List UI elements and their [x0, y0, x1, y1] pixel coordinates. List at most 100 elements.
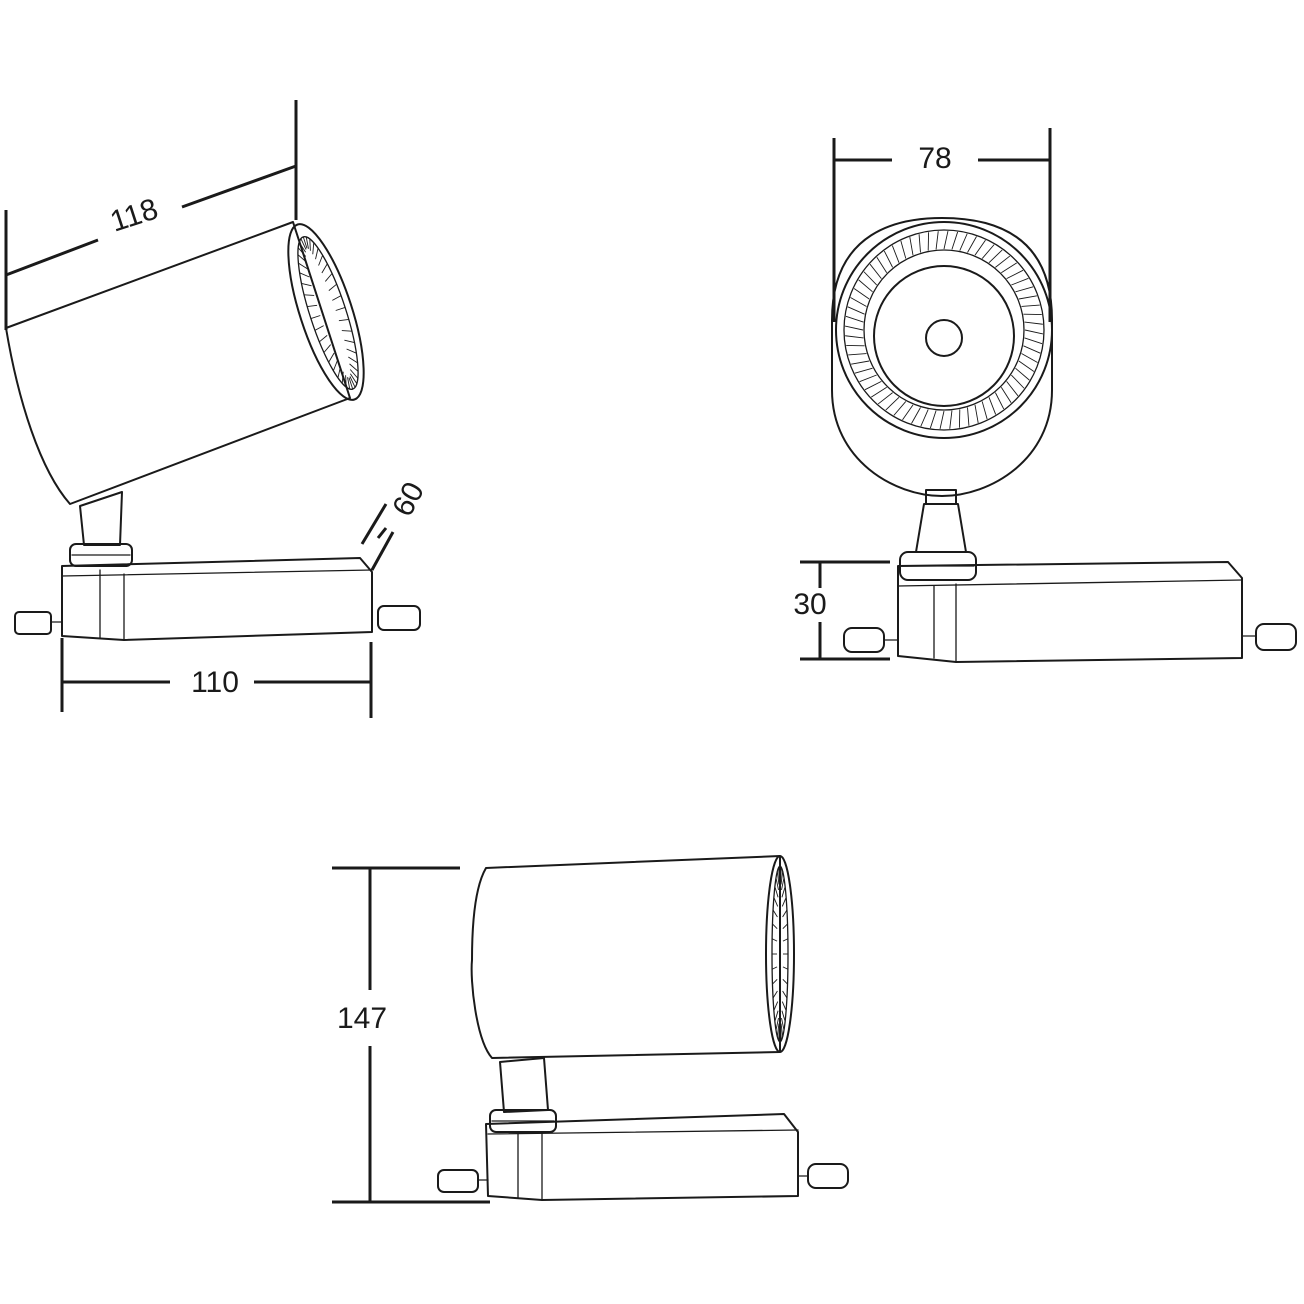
front-left-knob [843, 627, 885, 653]
front-fin [1018, 295, 1037, 300]
tilted-fin [332, 295, 342, 301]
front-fin [844, 325, 864, 331]
tilted-fin [341, 330, 352, 332]
front-fin [858, 279, 873, 293]
straight-left-knob [437, 1169, 479, 1193]
front-fin [851, 360, 870, 365]
straight-fin [776, 871, 780, 885]
dimension-label-118: 118 [106, 193, 162, 239]
straight-fin [782, 978, 788, 985]
front-fin [911, 407, 921, 424]
straight-fin [775, 877, 779, 891]
straight-fin [778, 1026, 780, 1041]
front-fin [848, 353, 867, 356]
tilted-fin [314, 325, 324, 331]
front-fin [863, 271, 877, 286]
tilted-fin [323, 344, 332, 353]
front-fin [871, 386, 887, 398]
tilted-side-view [5, 221, 421, 641]
tilted-fin [332, 360, 338, 371]
tilted-fin [349, 369, 359, 379]
tilted-fin [347, 377, 351, 390]
tilted-fin [305, 236, 309, 249]
front-fin [1006, 269, 1024, 280]
front-fin [935, 231, 939, 250]
front-fin [847, 306, 865, 315]
front-right-knob [1255, 623, 1297, 651]
front-fin [1024, 321, 1043, 325]
tilted-fin [315, 248, 319, 260]
tilted-fin [349, 376, 356, 388]
tilted-fin [297, 254, 307, 263]
straight-cylinder-body [470, 855, 781, 1059]
tilted-fin [338, 318, 349, 322]
front-lens-rim [835, 221, 1053, 439]
tilted-fin [335, 307, 346, 311]
front-fin [1011, 277, 1029, 286]
tilted-fin [328, 352, 335, 363]
straight-fin [781, 1010, 786, 1022]
dimension-label-147: 147 [337, 1002, 387, 1035]
tilted-lens-rim [287, 223, 365, 401]
straight-fin [781, 1017, 785, 1031]
straight-fin [781, 897, 787, 907]
tilted-fin [346, 348, 357, 354]
front-fin [885, 397, 900, 411]
tilted-adapter-base [61, 557, 373, 641]
straight-fin [774, 886, 779, 898]
front-fin [869, 263, 882, 279]
dimension-label-78: 78 [918, 142, 951, 175]
front-fin [959, 233, 968, 251]
front-fin [1000, 387, 1012, 403]
tilted-fin [304, 294, 315, 296]
front-fin [995, 255, 1011, 268]
tilted-heatsink-fins [297, 236, 359, 390]
front-fin [1021, 304, 1040, 307]
tilted-fin [318, 255, 324, 266]
front-led-emitter [925, 319, 963, 357]
tilted-fin [337, 366, 341, 378]
straight-fin [782, 909, 788, 918]
front-fin [974, 239, 986, 256]
straight-fin [773, 1001, 779, 1011]
front-fin [949, 410, 953, 429]
tilted-cylinder-body [5, 221, 351, 505]
straight-fin [771, 966, 778, 970]
tilted-fin [302, 236, 308, 249]
tilted-fin [348, 356, 358, 364]
front-fin [854, 367, 873, 374]
front-fin [850, 297, 867, 307]
front-fin [891, 245, 900, 263]
front-fin [909, 237, 914, 256]
dimension-label-110: 110 [191, 666, 239, 699]
tilted-fin [345, 375, 347, 388]
straight-side-view [437, 855, 849, 1201]
straight-fin [772, 909, 778, 918]
straight-right-knob [807, 1163, 849, 1189]
front-fin [1021, 353, 1038, 363]
tilted-fin [344, 339, 355, 344]
front-fin [902, 404, 914, 421]
front-fin [943, 230, 949, 250]
front-fin [883, 250, 894, 268]
front-fin [876, 257, 888, 273]
front-fin [1023, 345, 1041, 354]
straight-fin [774, 1010, 779, 1022]
straight-fin [780, 867, 782, 882]
tilted-fin [341, 371, 344, 384]
straight-adapter-base [485, 1113, 799, 1201]
front-fin [967, 236, 977, 253]
straight-fin [782, 966, 789, 970]
front-fin [1011, 374, 1025, 389]
straight-fin [782, 990, 788, 999]
straight-fin [773, 897, 779, 907]
straight-fin [782, 923, 788, 930]
straight-fin [781, 1001, 787, 1011]
tilted-fin [348, 377, 354, 390]
front-heatsink-fins [844, 230, 1044, 430]
dimension-78: 78 [832, 128, 1052, 322]
dimension-147: 147 [332, 866, 490, 1204]
straight-heatsink-fins [771, 866, 789, 1042]
tilted-fin [309, 238, 311, 251]
